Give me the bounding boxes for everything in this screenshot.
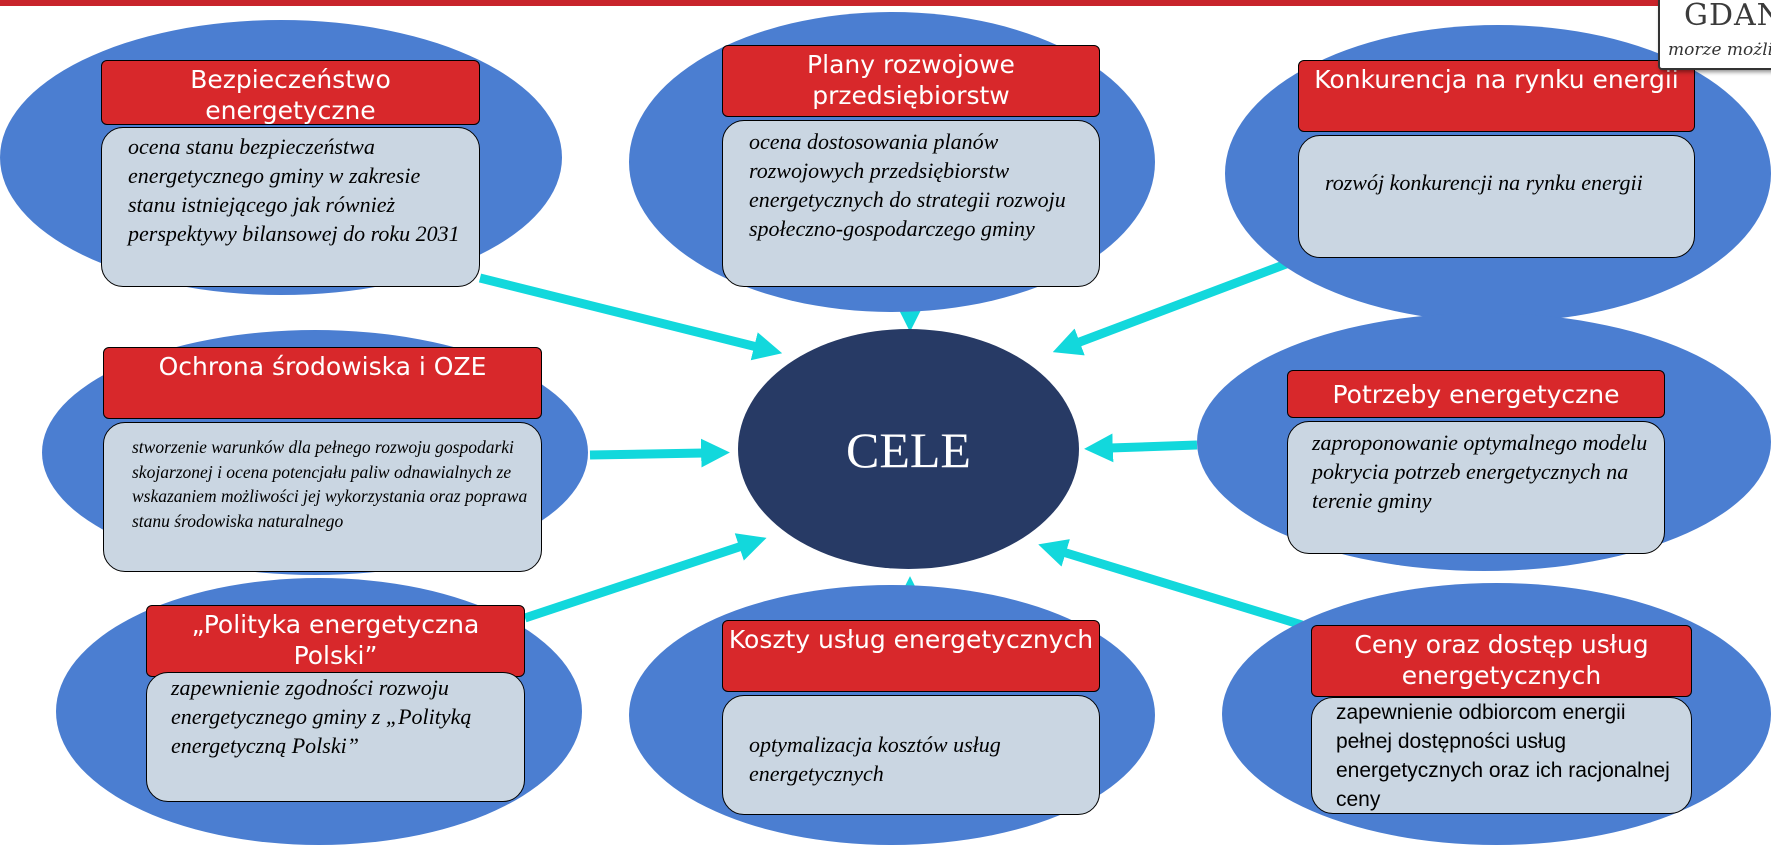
title-bezpieczenstwo: Bezpieczeństwo energetyczne [101, 60, 480, 125]
arrow-potrzeby [1084, 433, 1198, 463]
title-polityka: „Polityka energetyczna Polski” [146, 605, 525, 677]
logo-line-2: morze możli [1668, 40, 1771, 60]
title-plany: Plany rozwojowe przedsiębiorstw [722, 45, 1100, 117]
desc-bezpieczenstwo: ocena stanu bezpieczeństwa energetyczneg… [101, 127, 480, 287]
desc-plany: ocena dostosowania planów rozwojowych pr… [722, 120, 1100, 287]
desc-ceny: zapewnienie odbiorcom energii pełnej dos… [1311, 697, 1692, 814]
desc-polityka: zapewnienie zgodności rozwoju energetycz… [146, 672, 525, 802]
desc-ochrona: stworzenie warunków dla pełnego rozwoju … [103, 422, 542, 572]
top-accent-bar [0, 0, 1771, 6]
title-ceny: Ceny oraz dostęp usług energetycznych [1311, 625, 1692, 697]
arrow-ceny [1038, 539, 1304, 630]
title-koszty: Koszty usług energetycznych [722, 620, 1100, 692]
title-potrzeby: Potrzeby energetyczne [1287, 370, 1665, 418]
gdansk-logo: GDAN morze możli [1658, 0, 1771, 70]
desc-konkurencja: rozwój konkurencji na rynku energii [1298, 135, 1695, 258]
arrow-bezpieczenstwo [478, 273, 783, 361]
logo-line-1: GDAN [1684, 0, 1771, 33]
arrow-ochrona [589, 438, 730, 468]
arrow-konkurencja [1052, 253, 1304, 356]
center-label: CELE [846, 422, 971, 478]
title-konkurencja: Konkurencja na rynku energii [1298, 60, 1695, 132]
desc-potrzeby: zaproponowanie optymalnego modelu pokryc… [1287, 421, 1665, 554]
arrow-polityka [523, 533, 767, 623]
desc-koszty: optymalizacja kosztów usług energetyczny… [722, 695, 1100, 815]
center-node [738, 329, 1079, 569]
title-ochrona: Ochrona środowiska i OZE [103, 347, 542, 419]
